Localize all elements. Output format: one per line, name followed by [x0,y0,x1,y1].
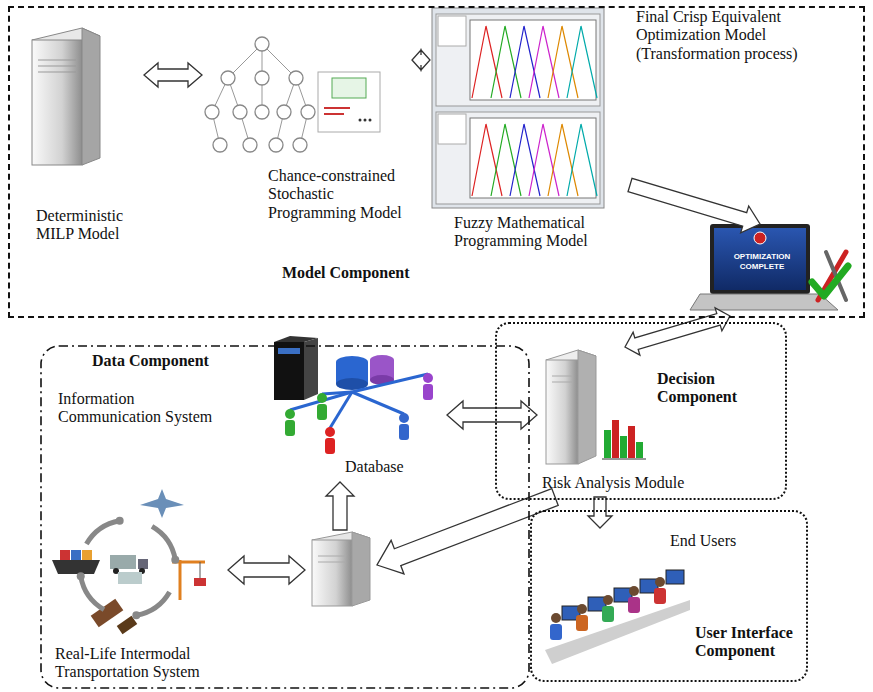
hollow-arrow [628,178,760,233]
hollow-arrow [625,308,730,355]
node-label: Chance-constrained Stochastic Programmin… [268,167,408,222]
region-heading: Decision Component [657,370,767,407]
node-label: Real-Life Intermodal Transportation Syst… [55,645,225,682]
laptop-illustration [690,224,848,310]
model-panel-illustration [318,72,380,132]
tree-illustration [205,37,315,152]
system-label: Information Communication System [58,390,223,427]
node-label: Database [345,458,435,476]
server-illustration [312,532,370,606]
server-node [305,530,377,610]
risk-module-node: Risk Analysis Module [537,347,695,497]
model-icon-node: Fuzzy Mathematical Programming Model [430,8,630,270]
screen-text: OPTIMIZATION COMPLETE [718,252,806,271]
hollow-arrow [228,556,305,584]
risk-server-illustration [546,350,646,464]
user-interface-region: End UsersUser Interface Component [530,510,808,682]
hollow-arrow [144,63,202,87]
hollow-arrow [412,50,430,70]
server-illustration [32,28,100,165]
hollow-arrow [326,482,354,530]
laptop-node: OPTIMIZATION COMPLETE [692,224,852,316]
region-heading: Model Component [282,264,452,282]
node-label: End Users [670,532,748,550]
node-label: Fuzzy Mathematical Programming Model [454,214,604,251]
database-illustration [274,336,433,454]
software-screenshot [432,8,604,208]
edge-label: Final Crisp Equivalent Optimization Mode… [636,8,811,63]
region-heading: Data Component [92,352,262,370]
transport-illustration [52,489,206,634]
hollow-arrow [447,401,537,429]
node-label: Risk Analysis Module [542,474,692,492]
decision-region: Risk Analysis Module Decision Component [495,322,787,500]
transport-node: Real-Life Intermodal Transportation Syst… [45,500,228,688]
node-label: Deterministic MILP Model [36,207,136,244]
end-users-illustration [545,570,690,664]
region-heading: User Interface Component [695,624,805,661]
model-icon-node: Chance-constrained Stochastic Programmin… [202,34,412,244]
model-icon-node: Deterministic MILP Model [26,22,144,262]
database-node: Database [262,335,447,482]
hollow-arrow [588,497,612,528]
